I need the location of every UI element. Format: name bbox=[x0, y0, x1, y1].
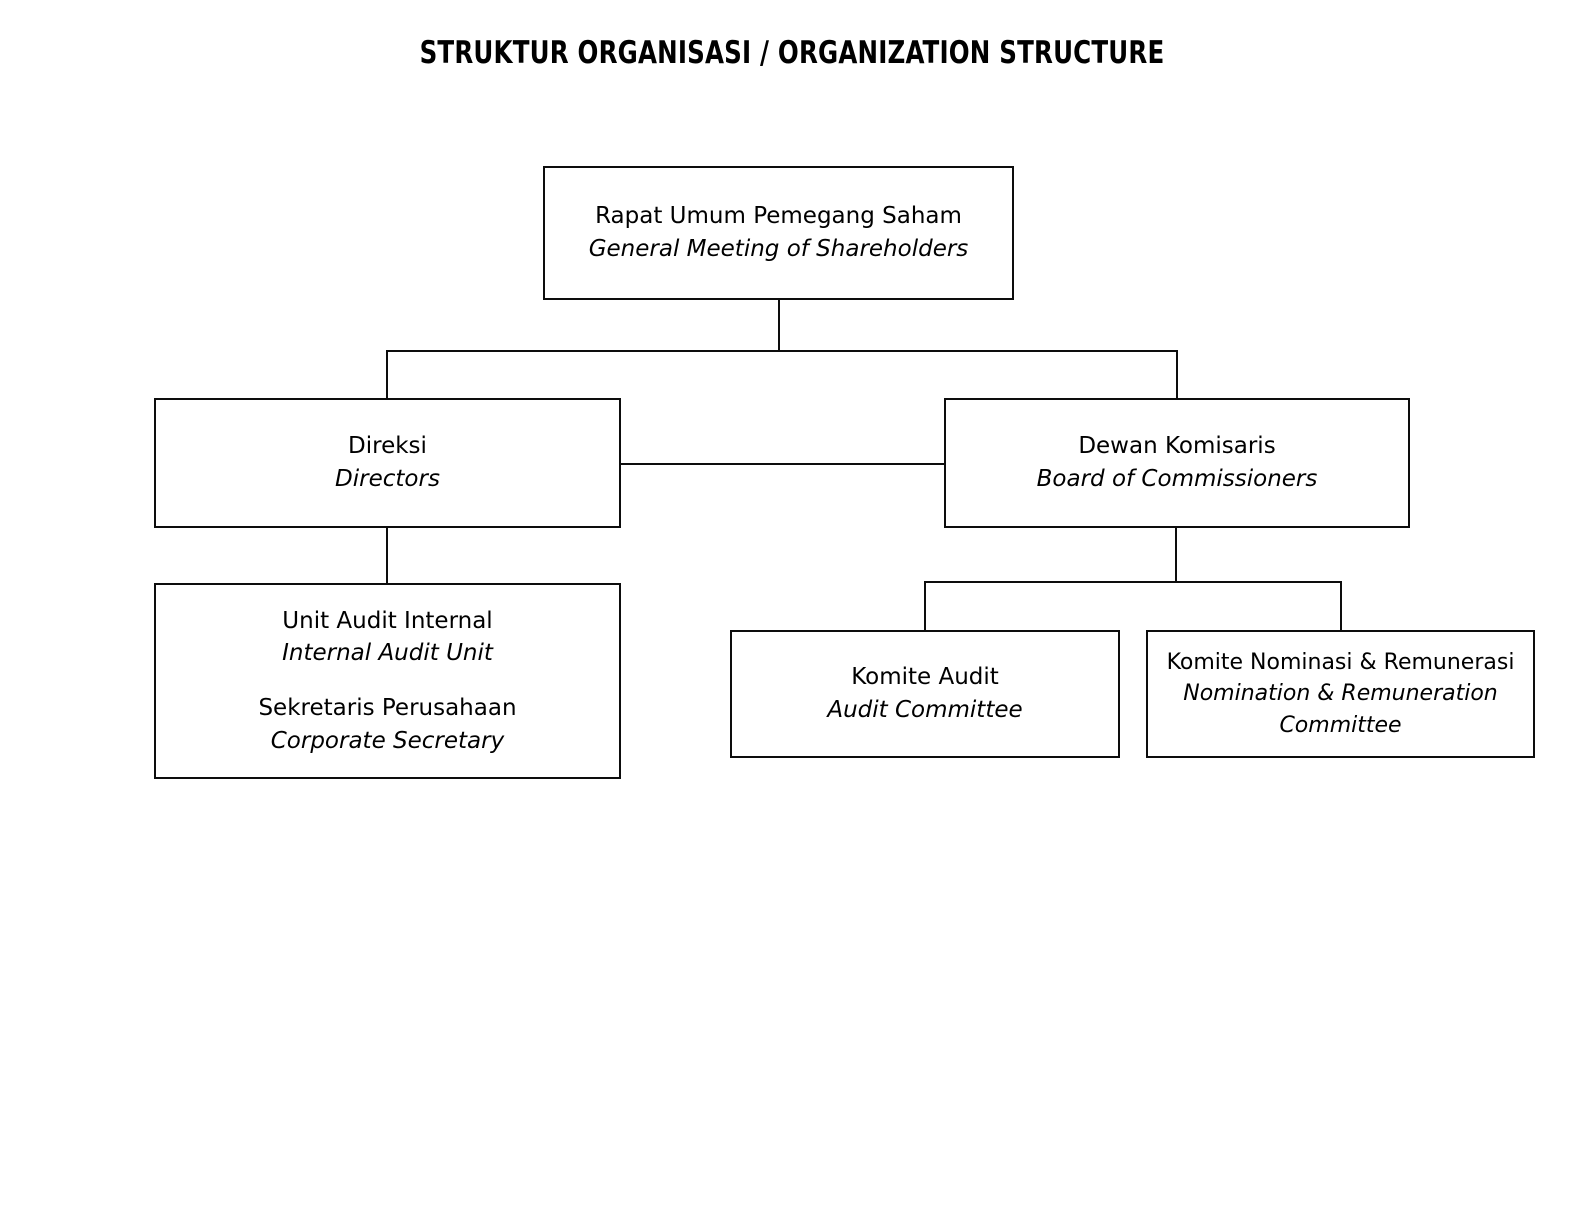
node-nomination-remuneration-committee[interactable]: Komite Nominasi & Remunerasi Nomination … bbox=[1146, 630, 1535, 758]
node-board-of-commissioners-name-en: Board of Commissioners bbox=[1036, 466, 1318, 492]
connector-to-directors bbox=[386, 350, 388, 400]
node-general-meeting-of-shareholders[interactable]: Rapat Umum Pemegang Saham General Meetin… bbox=[543, 166, 1014, 300]
connector-committees-horizontal-bar bbox=[924, 581, 1342, 583]
node-directors-name-id: Direksi bbox=[348, 433, 427, 460]
node-internal-audit-name-id: Unit Audit Internal bbox=[282, 607, 493, 634]
node-internal-audit-name-en: Internal Audit Unit bbox=[282, 640, 493, 667]
connector-level2-horizontal-bar bbox=[386, 350, 1178, 352]
connector-directors-to-board-of-commissioners bbox=[620, 463, 945, 465]
node-audit-committee[interactable]: Komite Audit Audit Committee bbox=[730, 630, 1120, 758]
node-audit-committee-name-en: Audit Committee bbox=[827, 697, 1023, 723]
connector-to-board-of-commissioners bbox=[1176, 350, 1178, 400]
node-nomination-remuneration-committee-name-en: Nomination & Remuneration Committee bbox=[1183, 681, 1498, 738]
connector-directors-to-internal-audit bbox=[386, 527, 388, 585]
node-gms-name-en: General Meeting of Shareholders bbox=[588, 236, 969, 262]
connector-to-nomination-remuneration-committee bbox=[1340, 581, 1342, 632]
page-title: STRUKTUR ORGANISASI / ORGANIZATION STRUC… bbox=[419, 35, 1165, 71]
connector-gms-to-level2-stem bbox=[778, 299, 780, 351]
node-board-of-commissioners-name-id: Dewan Komisaris bbox=[1078, 433, 1276, 460]
node-gms-name-id: Rapat Umum Pemegang Saham bbox=[595, 203, 962, 230]
node-audit-committee-name-id: Komite Audit bbox=[851, 664, 999, 691]
connector-to-audit-committee bbox=[924, 581, 926, 632]
connector-board-of-commissioners-stem bbox=[1175, 527, 1177, 583]
node-directors[interactable]: Direksi Directors bbox=[154, 398, 621, 528]
node-corporate-secretary-name-id: Sekretaris Perusahaan bbox=[258, 695, 517, 721]
node-board-of-commissioners[interactable]: Dewan Komisaris Board of Commissioners bbox=[944, 398, 1410, 528]
node-corporate-secretary-name-en: Corporate Secretary bbox=[270, 727, 505, 754]
node-nomination-remuneration-committee-name-id: Komite Nominasi & Remunerasi bbox=[1166, 650, 1515, 676]
node-internal-audit-and-corporate-secretary[interactable]: Unit Audit Internal Internal Audit Unit … bbox=[154, 583, 621, 779]
node-directors-name-en: Directors bbox=[335, 466, 440, 492]
